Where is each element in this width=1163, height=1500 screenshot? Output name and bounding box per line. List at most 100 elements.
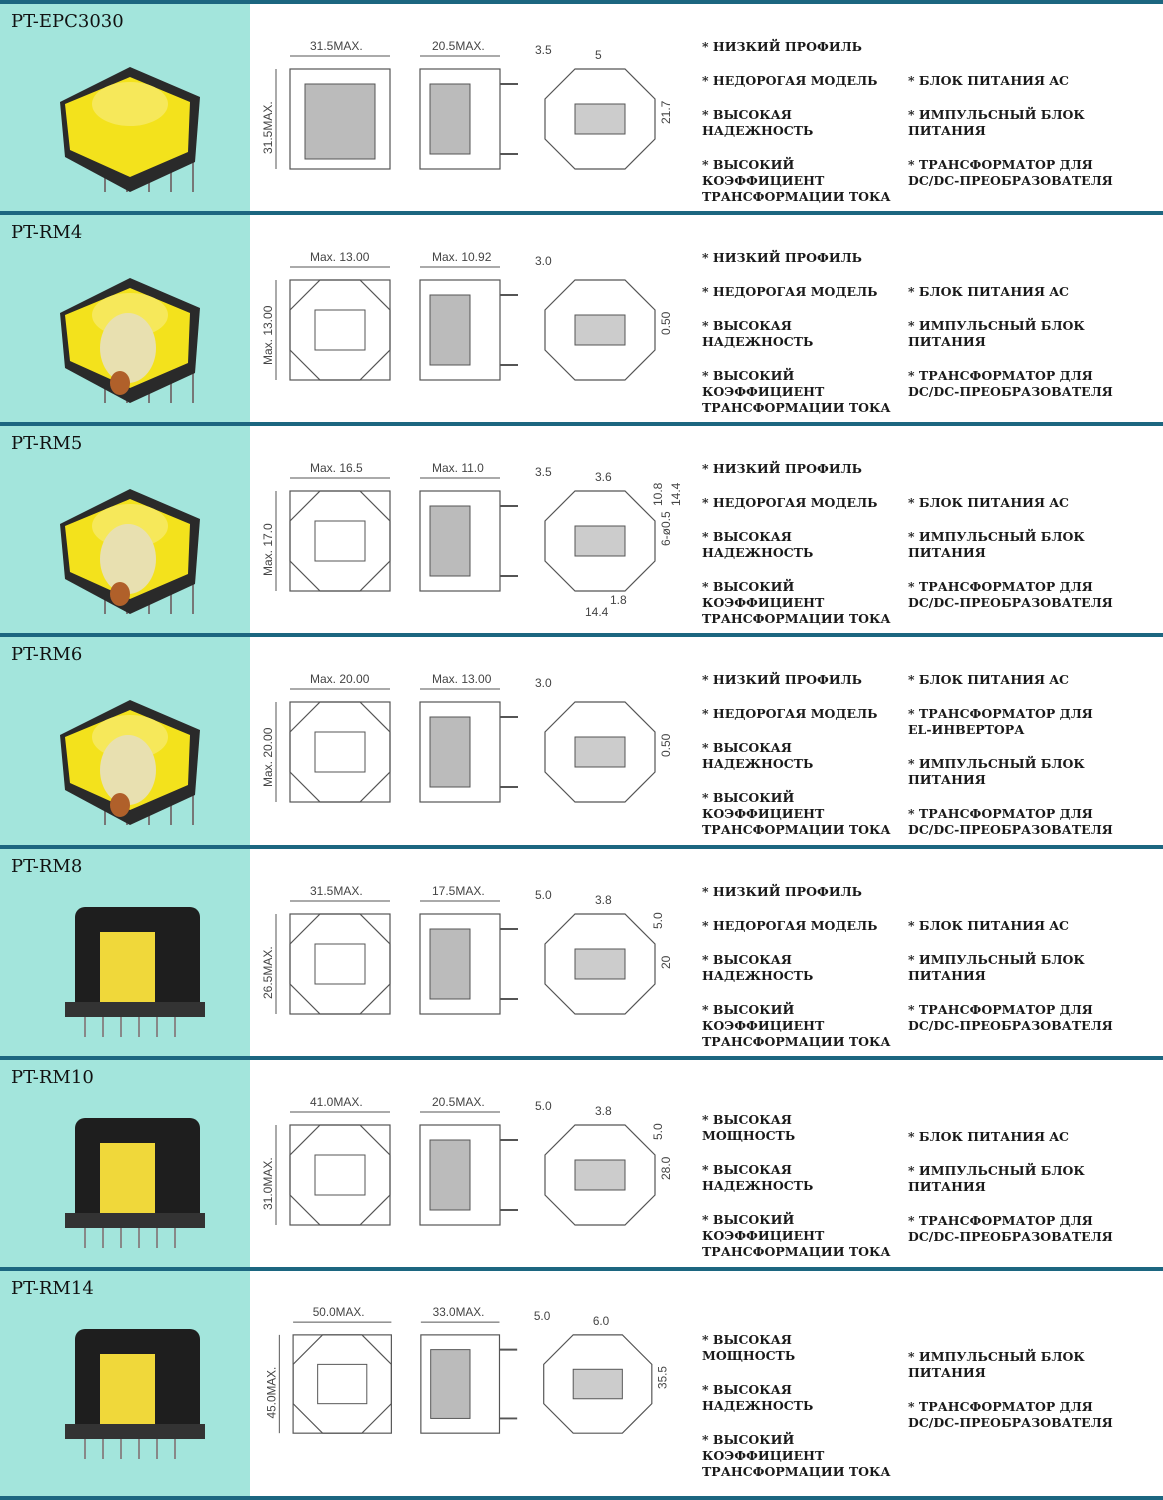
dimension-label: 5.0	[535, 1099, 552, 1113]
dimension-label: Max. 13.00	[261, 305, 275, 365]
dimension-label: Max. 13.00	[310, 250, 370, 264]
feature-item: * ТРАНСФОРМАТОР ДЛЯ DC/DC-ПРЕОБРАЗОВАТЕЛ…	[908, 157, 1113, 188]
dimension-label: 21.7	[659, 100, 673, 124]
dimension-label: 14.4	[669, 482, 683, 506]
dimension-label: 50.0MAX.	[313, 1306, 365, 1319]
product-photo-panel: PT-RM8	[0, 849, 250, 1060]
features-right: * БЛОК ПИТАНИЯ AC* ИМПУЛЬСНЫЙ БЛОК ПИТАН…	[908, 495, 1158, 611]
yellow-rm-transformer-photo	[60, 700, 200, 825]
dimension-label: 31.0MAX.	[261, 1157, 275, 1210]
feature-item: * ТРАНСФОРМАТОР ДЛЯ DC/DC-ПРЕОБРАЗОВАТЕЛ…	[908, 1002, 1113, 1033]
feature-item: * ВЫСОКАЯ НАДЕЖНОСТЬ	[702, 740, 814, 771]
feature-item: * ВЫСОКАЯ НАДЕЖНОСТЬ	[702, 952, 814, 983]
yellow-epc-transformer-photo	[60, 67, 200, 192]
feature-item: * ВЫСОКАЯ МОЩНОСТЬ	[702, 1332, 796, 1363]
product-photo-panel: PT-RM10	[0, 1060, 250, 1271]
features-left: * НИЗКИЙ ПРОФИЛЬ* НЕДОРОГАЯ МОДЕЛЬ* ВЫСО…	[702, 884, 902, 1050]
dimension-label: 45.0MAX.	[265, 1367, 278, 1419]
features-right: * БЛОК ПИТАНИЯ AC * ИМПУЛЬСНЫЙ БЛОК ПИТАН…	[908, 284, 1158, 400]
feature-item: * ТРАНСФОРМАТОР ДЛЯ DC/DC-ПРЕОБРАЗОВАТЕЛ…	[908, 579, 1113, 610]
dimension-label: 3.8	[595, 1104, 612, 1118]
black-rm-transformer-photo	[65, 1118, 205, 1248]
yellow-rm-transformer-photo	[60, 278, 200, 403]
feature-item: * ВЫСОКИЙ КОЭФФИЦИЕНТ ТРАНСФОРМАЦИИ ТОКА	[702, 790, 891, 837]
feature-item: * БЛОК ПИТАНИЯ AC	[908, 1129, 1069, 1144]
dimension-label: Max. 11.0	[432, 461, 484, 475]
feature-item: * ВЫСОКИЙ КОЭФФИЦИЕНТ ТРАНСФОРМАЦИИ ТОКА	[702, 368, 891, 415]
feature-item: * ИМПУЛЬСНЫЙ БЛОК ПИТАНИЯ	[908, 318, 1085, 349]
product-name: PT-RM5	[11, 433, 83, 454]
feature-item: * НИЗКИЙ ПРОФИЛЬ	[702, 250, 862, 265]
feature-item: * ВЫСОКИЙ КОЭФФИЦИЕНТ ТРАНСФОРМАЦИИ ТОКА	[702, 1432, 891, 1479]
features-right: * БЛОК ПИТАНИЯ AC* ТРАНСФОРМАТОР ДЛЯ EL-…	[908, 672, 1158, 838]
dimension-label: 20.5MAX.	[432, 39, 485, 53]
product-photo-panel: PT-RM5	[0, 426, 250, 637]
dimension-label: 3.0	[535, 254, 552, 268]
dimension-label: 31.5MAX.	[310, 884, 363, 898]
features-right: * БЛОК ПИТАНИЯ AC* ИМПУЛЬСНЫЙ БЛОК ПИТАН…	[908, 918, 1158, 1034]
dimension-label: 5	[595, 48, 602, 62]
dimension-drawing: 31.5MAX. 31.5MAX. 20.5MAX. 3.5 21.7 5	[261, 39, 673, 170]
feature-item: * НЕДОРОГАЯ МОДЕЛЬ	[702, 918, 878, 933]
dimension-label: 33.0MAX.	[433, 1306, 485, 1319]
feature-item: * ВЫСОКИЙ КОЭФФИЦИЕНТ ТРАНСФОРМАЦИИ ТОКА	[702, 579, 891, 626]
dimension-label: 3.8	[595, 893, 612, 907]
dimension-label: 6-ø0.5	[659, 511, 673, 546]
dimension-drawing: 41.0MAX.31.0MAX.20.5MAX.5.028.03.85.0	[261, 1095, 673, 1226]
dimension-label: 3.5	[535, 43, 552, 57]
dimension-label: 10.8	[651, 482, 665, 506]
feature-item: * НИЗКИЙ ПРОФИЛЬ	[702, 672, 862, 687]
features-left: * ВЫСОКАЯ МОЩНОСТЬ* ВЫСОКАЯ НАДЕЖНОСТЬ* …	[702, 1112, 902, 1260]
dimension-label: 31.5MAX.	[261, 101, 275, 154]
dimension-label: 6.0	[593, 1315, 610, 1328]
product-name: PT-RM8	[11, 856, 83, 877]
feature-item: * ИМПУЛЬСНЫЙ БЛОК ПИТАНИЯ	[908, 107, 1085, 138]
feature-item: * ИМПУЛЬСНЫЙ БЛОК ПИТАНИЯ	[908, 1163, 1085, 1194]
dimension-label: 31.5MAX.	[310, 39, 363, 53]
feature-item: * ВЫСОКАЯ НАДЕЖНОСТЬ	[702, 529, 814, 560]
dimension-label: 28.0	[659, 1156, 673, 1180]
feature-item: * ИМПУЛЬСНЫЙ БЛОК ПИТАНИЯ	[908, 756, 1085, 787]
dimension-label: 26.5MAX.	[261, 946, 275, 999]
features-left: * НИЗКИЙ ПРОФИЛЬ * НЕДОРОГАЯ МОДЕЛЬ * ВЫСО…	[702, 672, 902, 838]
dimension-label: 5.0	[535, 888, 552, 902]
features-right: * БЛОК ПИТАНИЯ AC * ИМПУЛЬСНЫЙ БЛОК ПИТАН…	[908, 73, 1158, 189]
feature-item: * ВЫСОКАЯ НАДЕЖНОСТЬ	[702, 318, 814, 349]
product-name: PT-RM10	[11, 1067, 94, 1088]
feature-item: * ИМПУЛЬСНЫЙ БЛОК ПИТАНИЯ	[908, 1349, 1085, 1380]
feature-item: * ВЫСОКАЯ НАДЕЖНОСТЬ	[702, 1382, 814, 1413]
feature-item: * ТРАНСФОРМАТОР ДЛЯ DC/DC-ПРЕОБРАЗОВАТЕЛ…	[908, 368, 1113, 399]
dimension-label: 5.0	[651, 1123, 665, 1140]
feature-item: * ВЫСОКАЯ НАДЕЖНОСТЬ	[702, 1162, 814, 1193]
feature-item: * ТРАНСФОРМАТОР ДЛЯ DC/DC-ПРЕОБРАЗОВАТЕЛ…	[908, 1213, 1113, 1244]
feature-item: * НЕДОРОГАЯ МОДЕЛЬ	[702, 73, 878, 88]
dimension-label: 0.50	[659, 733, 673, 757]
feature-item: * БЛОК ПИТАНИЯ AC	[908, 284, 1069, 299]
dimension-label: Max. 17.0	[261, 523, 275, 576]
dimension-label: 17.5MAX.	[432, 884, 485, 898]
dimension-label: 20	[659, 955, 673, 969]
dimension-label: 3.6	[595, 470, 612, 484]
feature-item: * НЕДОРОГАЯ МОДЕЛЬ	[702, 706, 878, 721]
features-left: * ВЫСОКАЯ МОЩНОСТЬ * ВЫСОКАЯ НАДЕЖНОСТЬ * …	[702, 1332, 902, 1480]
feature-item: * ВЫСОКИЙ КОЭФФИЦИЕНТ ТРАНСФОРМАЦИИ ТОКА	[702, 1002, 891, 1049]
product-name: PT-RM6	[11, 644, 83, 665]
product-name: PT-RM4	[11, 222, 83, 243]
feature-item: * БЛОК ПИТАНИЯ AC	[908, 73, 1069, 88]
black-rm-transformer-photo	[65, 1329, 205, 1459]
product-photo-panel: PT-RM4	[0, 215, 250, 426]
dimension-label: 5.0	[534, 1310, 551, 1323]
dimension-label: 20.5MAX.	[432, 1095, 485, 1109]
dimension-label: Max. 20.00	[310, 672, 370, 686]
product-photo-panel: PT-RM6	[0, 637, 250, 849]
dimension-label: Max. 10.92	[432, 250, 492, 264]
